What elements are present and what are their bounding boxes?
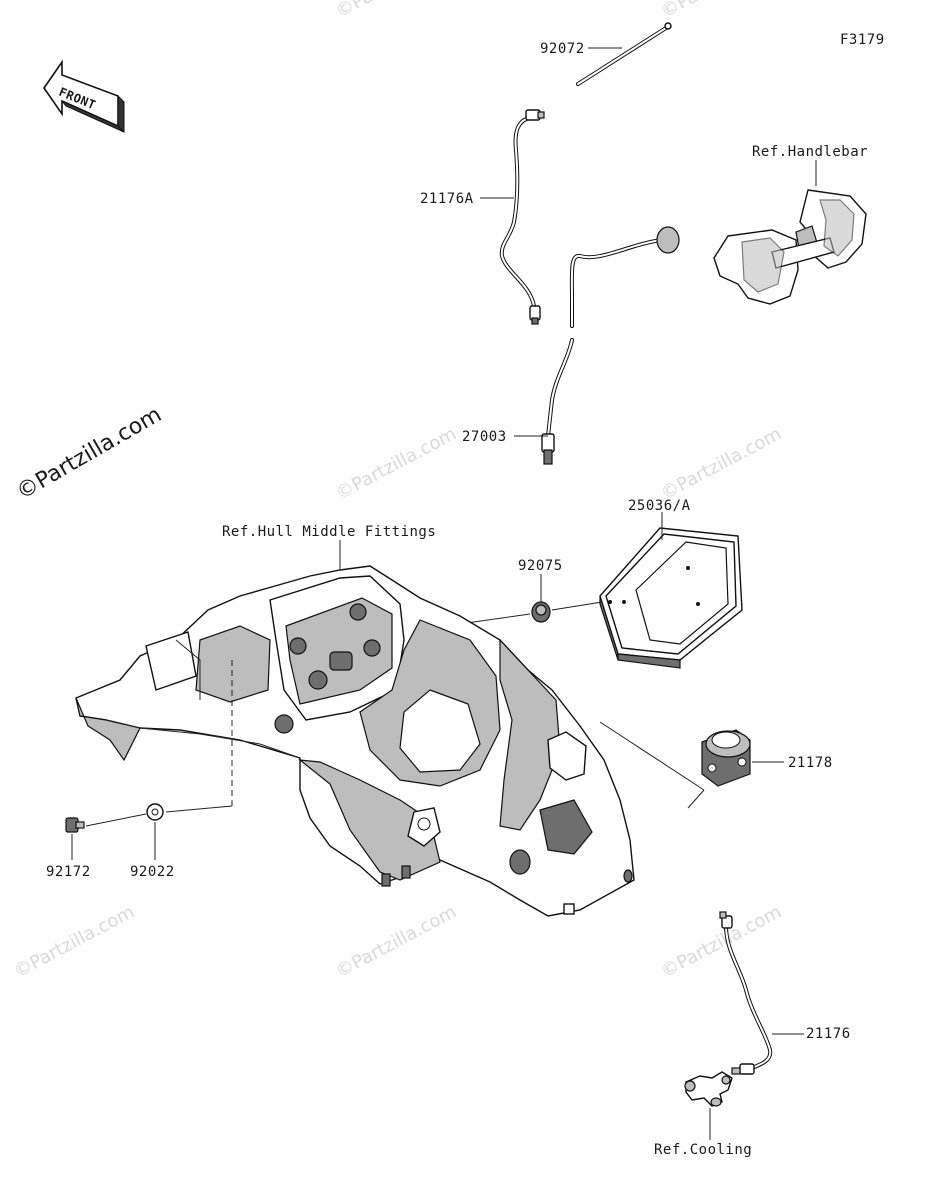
label-21176: 21176 [806, 1026, 851, 1042]
handlebar-assembly [713, 189, 867, 305]
part-21176A-cable [499, 109, 545, 325]
part-92072-strap [576, 22, 672, 86]
label-92022: 92022 [130, 864, 175, 880]
ref-handlebar: Ref.Handlebar [752, 144, 868, 160]
label-92072: 92072 [540, 41, 585, 57]
label-92075: 92075 [518, 558, 563, 574]
front-arrow-icon: FRONT [43, 59, 125, 134]
ref-hull-middle-fittings: Ref.Hull Middle Fittings [222, 524, 436, 540]
part-21178-switch [701, 729, 751, 787]
label-25036A: 25036/A [628, 498, 691, 514]
watermark: ©Partzilla.com [332, 0, 459, 22]
part-92022-washer [146, 803, 164, 821]
label-21178: 21178 [788, 755, 833, 771]
part-25036A-meter [599, 527, 743, 669]
label-21176A: 21176A [420, 191, 474, 207]
watermark-logo: ©Partzilla.com [13, 402, 166, 505]
hull-middle-fitting [75, 565, 635, 917]
watermark: ©Partzilla.com [657, 423, 784, 504]
ref-cooling: Ref.Cooling [654, 1142, 752, 1158]
part-21176-cable [719, 911, 773, 1075]
label-92172: 92172 [46, 864, 91, 880]
part-92075-grommet [531, 601, 551, 623]
part-27003-cable [541, 226, 680, 465]
watermark: ©Partzilla.com [332, 423, 459, 504]
watermark: ©Partzilla.com [332, 901, 459, 982]
label-27003: 27003 [462, 429, 507, 445]
watermark: ©Partzilla.com [657, 0, 784, 22]
figure-code: F3179 [840, 32, 885, 48]
cooling-fitting [684, 1071, 733, 1107]
part-92172-bolt [65, 817, 85, 833]
watermark: ©Partzilla.com [10, 901, 137, 982]
